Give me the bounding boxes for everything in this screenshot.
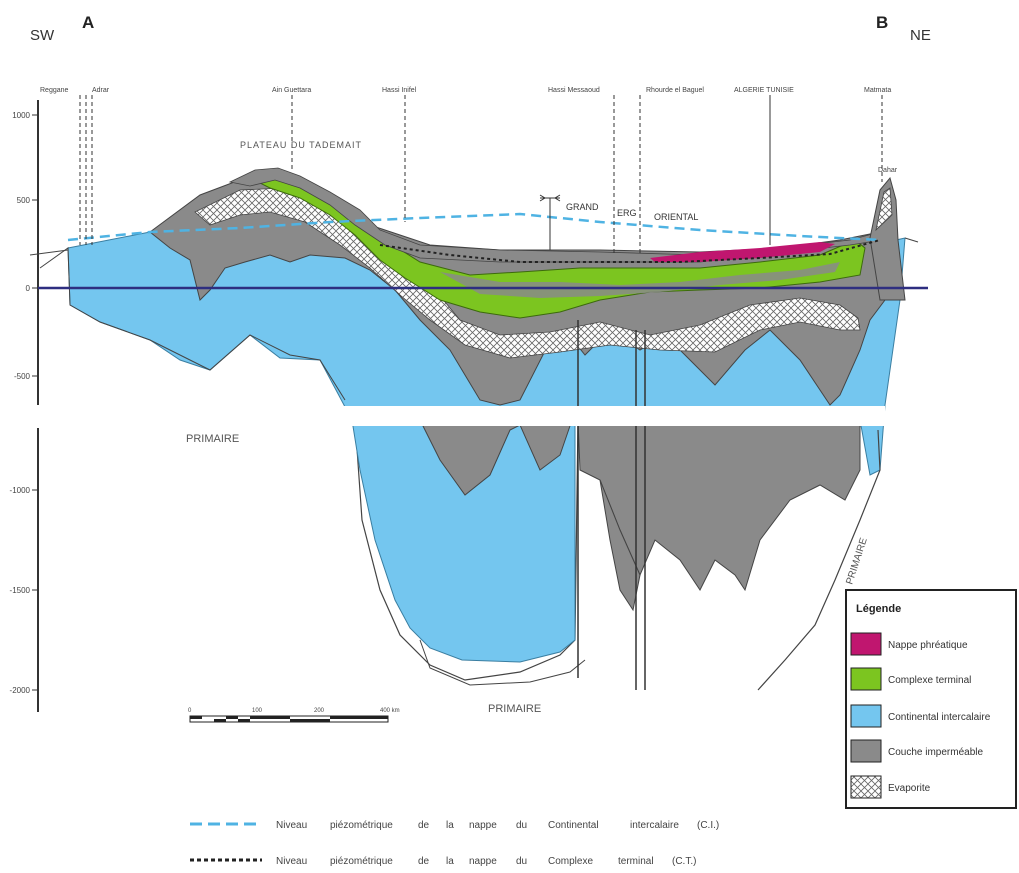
axis-tick-label: 0 xyxy=(26,284,31,293)
legend-swatch-nappe-phreatique xyxy=(850,632,882,656)
line-legend-ct: Niveau piézométrique de la nappe du Comp… xyxy=(190,856,696,867)
well-label-adrar: Adrar xyxy=(92,87,110,94)
line-legend-text-ci: Niveau piézométrique de la nappe du Cont… xyxy=(276,820,719,831)
ci-piezometric-line xyxy=(67,212,881,242)
legend-title: Légende xyxy=(856,603,901,615)
well-label-hassi-inifel: Hassi Inifel xyxy=(382,87,417,94)
well-label-ain-guettara: Ain Guettara xyxy=(272,87,311,94)
primaire-right-label: PRIMAIRE xyxy=(844,536,870,586)
well-label-dahar: Dahar xyxy=(878,167,898,174)
legend-label-evaporite: Evaporite xyxy=(888,783,931,794)
point-a-label: A xyxy=(82,13,94,32)
well-label-algerie-tunisie: ALGERIE TUNISIE xyxy=(734,87,794,94)
oriental-label: ORIENTAL xyxy=(654,212,698,222)
plateau-label: PLATEAU DU TADEMAIT xyxy=(240,140,362,150)
legend-label-complexe-terminal: Complexe terminal xyxy=(888,675,971,686)
axis-tick-label: 500 xyxy=(17,196,31,205)
well-label-hassi-messaoud: Hassi Messaoud xyxy=(548,87,600,94)
scale-tick-label: 0 xyxy=(188,708,192,714)
well-label-matmata: Matmata xyxy=(864,87,891,94)
legend-swatch-evaporite xyxy=(850,775,882,799)
line-legend-text-ct: Niveau piézométrique de la nappe du Comp… xyxy=(276,856,696,867)
legend-swatch-couche-impermeable xyxy=(850,739,882,763)
legend-label-nappe-phreatique: Nappe phréatique xyxy=(888,640,968,651)
grand-label: GRAND xyxy=(566,202,599,212)
scale-bar: 0 100 200 400 km xyxy=(188,708,400,723)
section-break xyxy=(340,406,885,426)
ne-label: NE xyxy=(910,27,931,44)
well-label-rhourde-el-baguel: Rhourde el Baguel xyxy=(646,87,704,94)
scale-tick-label: 100 xyxy=(252,708,263,714)
legend-label-couche-impermeable: Couche imperméable xyxy=(888,747,983,758)
geologic-section xyxy=(29,167,919,691)
legend-swatch-complexe-terminal xyxy=(850,667,882,691)
primaire-bottom-label: PRIMAIRE xyxy=(488,703,541,715)
axis-tick-label: -2000 xyxy=(10,686,31,695)
depth-axis: 1000 500 0 -500 -1000 -1500 -2000 xyxy=(10,100,39,712)
well-label-reggane: Reggane xyxy=(40,87,69,94)
axis-tick-label: -500 xyxy=(14,372,31,381)
scale-tick-label: 400 km xyxy=(380,708,400,714)
scale-tick-label: 200 xyxy=(314,708,325,714)
axis-tick-label: 1000 xyxy=(12,111,30,120)
primaire-left-label: PRIMAIRE xyxy=(186,433,239,445)
legend-swatch-continental-intercalaire xyxy=(850,704,882,728)
line-legend-ci: Niveau piézométrique de la nappe du Cont… xyxy=(190,820,719,831)
axis-tick-label: -1000 xyxy=(10,486,31,495)
ct-piezometric-line xyxy=(379,239,881,263)
legend: Légende Nappe phréatique Complexe termin… xyxy=(845,589,1017,809)
well-markers xyxy=(79,95,883,255)
point-b-label: B xyxy=(876,13,888,32)
legend-label-continental-intercalaire: Continental intercalaire xyxy=(888,712,991,723)
erg-label: ERG xyxy=(617,208,637,218)
sw-label: SW xyxy=(30,27,55,44)
axis-tick-label: -1500 xyxy=(10,586,31,595)
